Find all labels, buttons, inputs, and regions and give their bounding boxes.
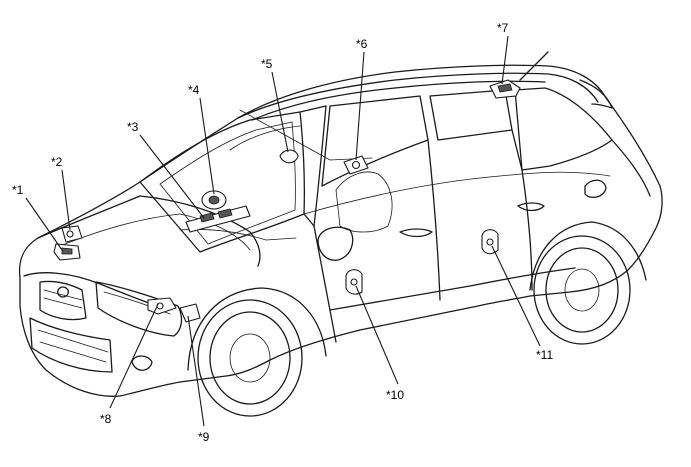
component-8-sensor [147, 297, 177, 315]
leader-line-9 [187, 315, 205, 427]
components [53, 79, 521, 323]
component-11-sensor [481, 229, 499, 255]
component-6-module [343, 155, 369, 175]
callout-11: *11 [536, 348, 553, 362]
callout-9: *9 [198, 430, 210, 444]
leader-line-8 [109, 303, 159, 409]
leader-line-1 [25, 197, 63, 251]
component-10-sensor [345, 269, 363, 295]
leader-line-6 [355, 51, 365, 161]
component-1-sensor [53, 243, 81, 261]
callout-5: *5 [261, 57, 273, 71]
component-2-sensor [61, 225, 83, 243]
vehicle-drawing [18, 51, 663, 417]
leader-line-11 [491, 245, 541, 347]
callout-8: *8 [100, 412, 112, 426]
leader-line-3 [139, 134, 205, 219]
leader-line-2 [61, 169, 71, 231]
callout-2: *2 [51, 155, 63, 169]
leader-lines [25, 35, 541, 427]
leader-line-4 [199, 97, 215, 195]
callout-3: *3 [127, 120, 139, 134]
leader-line-10 [355, 285, 399, 385]
leader-line-5 [271, 71, 289, 153]
callout-10: *10 [386, 388, 404, 402]
component-5-sensor [279, 149, 299, 164]
callout-1: *1 [12, 183, 24, 197]
leader-line-7 [501, 35, 509, 85]
callout-6: *6 [356, 37, 368, 51]
component-7-roof-module [489, 79, 521, 99]
callout-7: *7 [497, 21, 509, 35]
callout-4: *4 [188, 83, 200, 97]
callout-labels: *1 *2 *3 *4 *5 *6 *7 *8 *9 *10 *11 [12, 21, 553, 444]
component-9-sensor [179, 303, 201, 323]
component-3-module [185, 205, 251, 233]
